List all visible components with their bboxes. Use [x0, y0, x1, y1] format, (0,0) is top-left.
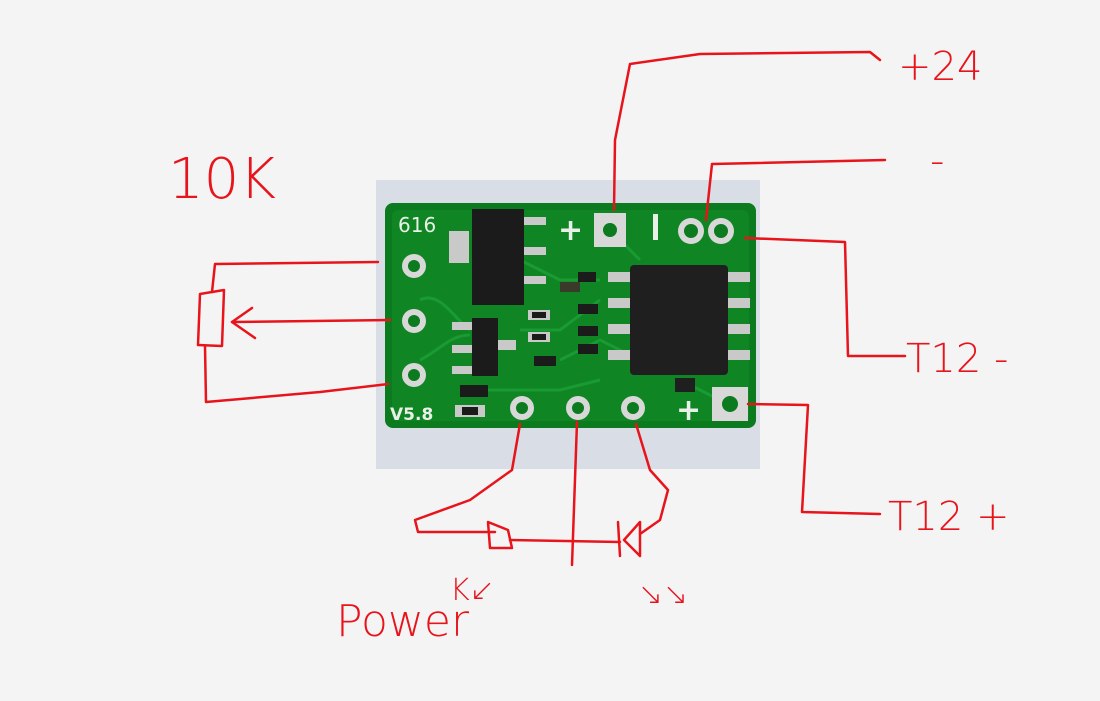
pot-body [196, 288, 226, 348]
wire-pot-bottom [203, 344, 390, 404]
label-t12-minus: T12 - [906, 336, 1008, 382]
wire-bottom-right [634, 422, 670, 536]
pcb-board: 616 V5.8 + + [385, 203, 756, 428]
label-led-right-arrows: ↘↘ [638, 577, 688, 612]
soic8-chip [608, 265, 750, 392]
label-plus24: +24 [898, 44, 982, 90]
led-right-symbol [616, 520, 642, 558]
smd-components [455, 272, 598, 417]
silk-plus-top: + [558, 213, 583, 248]
silk-version: V5.8 [390, 405, 433, 425]
led-left-symbol [486, 520, 514, 550]
wire-bottom-left [413, 422, 522, 534]
wire-t12-plus [746, 402, 882, 516]
annotation-wires [196, 50, 907, 567]
wire-t12-minus [743, 236, 907, 358]
pads-left [402, 254, 426, 387]
label-led-left-arrows: K↙ [450, 573, 495, 608]
silk-616: 616 [398, 213, 436, 237]
label-power: Power [336, 596, 470, 647]
pads-bottom [510, 387, 748, 421]
label-10k: 10K [168, 147, 276, 212]
wire-pot-wiper [230, 318, 392, 324]
wire-pot-top [210, 260, 380, 294]
regulator-chip [449, 209, 546, 305]
wire-minus [704, 158, 887, 222]
label-minus: - [930, 138, 944, 184]
silk-bar [653, 214, 658, 240]
pads-top [594, 213, 734, 247]
wire-led-bus [508, 538, 622, 544]
wire-plus24 [612, 50, 882, 212]
silk-plus-bottom: + [676, 393, 701, 428]
transistor [452, 318, 516, 376]
wire-pot-arrow [230, 306, 257, 340]
label-t12-plus: T12 + [888, 494, 1010, 540]
